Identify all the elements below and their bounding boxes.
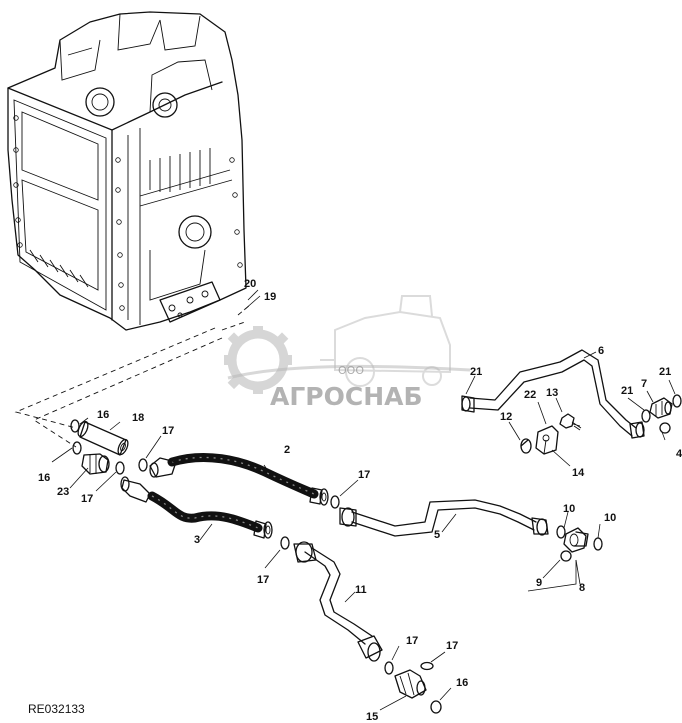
callout-14: 14: [572, 467, 585, 479]
callout-16a: 16: [97, 409, 109, 421]
callout-17e: 17: [406, 635, 418, 647]
clamp-14: [535, 425, 559, 455]
callout-labels: 2 3 4 5 6 7 8 9 10 10 11 12 13 14 15 16 …: [38, 278, 682, 723]
routing-dashed-lines: [14, 304, 251, 448]
callout-9: 9: [536, 577, 542, 589]
callout-15: 15: [366, 711, 378, 723]
agrosnab-watermark: ООО АГРОСНАБ: [224, 295, 471, 411]
callout-10a: 10: [563, 503, 575, 515]
callout-6: 6: [598, 345, 604, 357]
callout-7: 7: [641, 378, 647, 390]
callout-17c: 17: [358, 469, 370, 481]
bolt-13: [559, 413, 582, 431]
o-ring-16b: [72, 441, 82, 455]
o-ring-16a: [70, 419, 80, 433]
o-ring-10a: [556, 525, 566, 539]
callout-16c: 16: [456, 677, 468, 689]
elbow-fitting-8: [563, 527, 589, 553]
o-ring-17c: [330, 495, 340, 509]
fitting-23: [81, 453, 110, 475]
callout-12: 12: [500, 411, 512, 423]
leader-lines: [51, 289, 676, 711]
tube-6: [461, 349, 645, 439]
housing-bores: [85, 87, 212, 249]
o-ring-21b: [672, 394, 682, 408]
callout-17b: 17: [81, 493, 93, 505]
o-rings: [70, 394, 682, 714]
housing-bolt-row: [13, 115, 243, 311]
tube-5: [339, 499, 549, 537]
watermark-prefix: ООО: [338, 364, 364, 377]
callout-20: 20: [244, 278, 256, 290]
hose-2: [149, 452, 329, 506]
callout-4: 4: [676, 448, 682, 460]
callout-17f: 17: [446, 640, 458, 652]
callout-8: 8: [579, 582, 585, 594]
callout-10b: 10: [604, 512, 616, 524]
housing-port-face: [159, 281, 221, 323]
o-ring-16c: [430, 700, 442, 714]
spacer-12: [520, 438, 532, 454]
connector-7: [649, 397, 673, 419]
o-ring-17a: [115, 461, 125, 475]
reference-code: RE032133: [28, 702, 85, 716]
o-ring-9: [560, 550, 572, 562]
o-ring-17f: [420, 661, 434, 671]
transmission-housing: [7, 11, 247, 331]
o-ring-17e: [384, 661, 394, 675]
o-ring-17b: [138, 458, 148, 472]
callout-17d: 17: [257, 574, 269, 586]
callout-21a: 21: [470, 366, 482, 378]
callout-5: 5: [434, 529, 440, 541]
o-ring-4: [659, 422, 671, 434]
watermark-text: АГРОСНАБ: [270, 382, 423, 411]
o-ring-21a: [641, 409, 651, 423]
callout-22: 22: [524, 389, 536, 401]
o-ring-10b: [593, 537, 603, 551]
callout-3: 3: [194, 534, 200, 546]
callout-16b: 16: [38, 472, 50, 484]
callout-17a: 17: [162, 425, 174, 437]
gear-logo-icon: [224, 326, 292, 394]
callout-21b: 21: [621, 385, 633, 397]
callout-23: 23: [57, 486, 69, 498]
callout-19: 19: [264, 291, 276, 303]
adapter-tube-18: [77, 420, 129, 456]
callout-21c: 21: [659, 366, 671, 378]
callout-18: 18: [132, 412, 144, 424]
callout-2: 2: [284, 444, 290, 456]
fitting-15: [394, 669, 427, 699]
callout-11: 11: [355, 584, 367, 596]
o-ring-17d: [280, 536, 290, 550]
tube-11: [293, 541, 383, 662]
hose-3: [120, 476, 273, 539]
callout-13: 13: [546, 387, 558, 399]
